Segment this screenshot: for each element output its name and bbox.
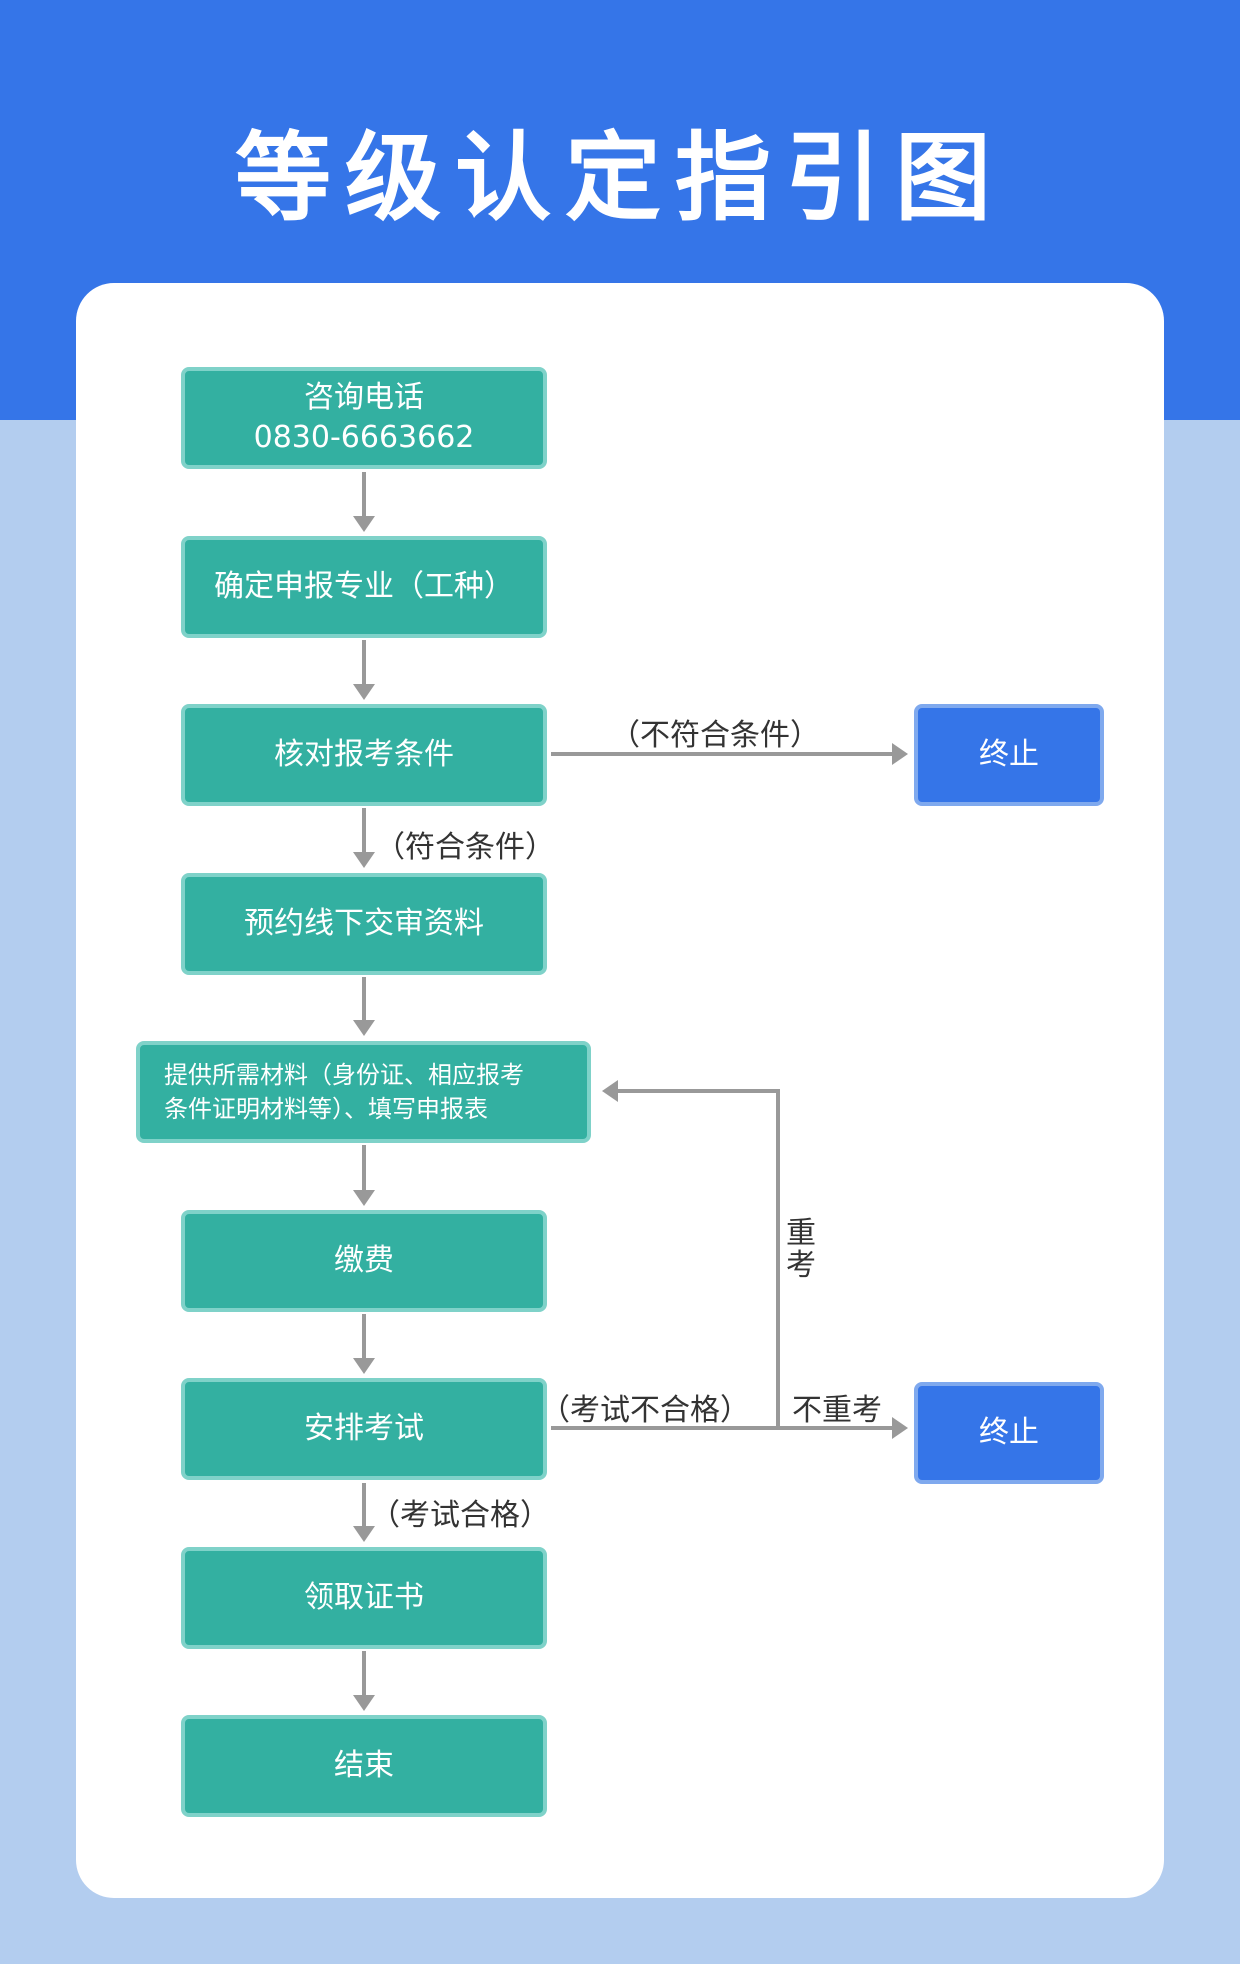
pay-label: 缴费 [334, 1243, 394, 1278]
provide-line-1: 提供所需材料（身份证、相应报考 [164, 1061, 524, 1089]
terminal-stop-2: 终止 [914, 1382, 1104, 1484]
step-exam: 安排考试 [181, 1378, 547, 1480]
step-finish: 结束 [181, 1715, 547, 1817]
edge-label-exam-failed: （考试不合格） [540, 1393, 750, 1428]
stop-2-label: 终止 [979, 1415, 1039, 1450]
edge-label-retake-2: 考 [786, 1248, 816, 1283]
verify-label: 核对报考条件 [274, 737, 454, 772]
step-certificate: 领取证书 [181, 1547, 547, 1649]
provide-line-2: 条件证明材料等）、填写申报表 [164, 1095, 488, 1123]
confirm-label: 确定申报专业（工种） [214, 569, 514, 604]
step-pay: 缴费 [181, 1210, 547, 1312]
terminal-stop-1: 终止 [914, 704, 1104, 806]
step-verify: 核对报考条件 [181, 704, 547, 806]
step-provide: 提供所需材料（身份证、相应报考 条件证明材料等）、填写申报表 [136, 1041, 591, 1143]
exam-label: 安排考试 [304, 1411, 424, 1446]
edge-label-no-retake: 不重考 [792, 1393, 882, 1428]
edge-label-not-qualified: （不符合条件） [610, 718, 820, 753]
retake-loop-line [614, 1089, 780, 1428]
page-title: 等级认定指引图 [235, 122, 1005, 234]
edge-label-exam-passed: （考试合格） [370, 1498, 550, 1533]
consult-phone: 0830-6663662 [253, 420, 475, 455]
step-reserve: 预约线下交审资料 [181, 873, 547, 975]
stop-1-label: 终止 [979, 737, 1039, 772]
certificate-label: 领取证书 [304, 1580, 424, 1615]
finish-label: 结束 [334, 1748, 394, 1783]
edge-label-qualified: （符合条件） [375, 830, 555, 865]
consult-label: 咨询电话 [304, 380, 424, 415]
step-confirm: 确定申报专业（工种） [181, 536, 547, 638]
edge-label-retake-1: 重 [786, 1216, 816, 1251]
reserve-label: 预约线下交审资料 [244, 906, 484, 941]
step-consult: 咨询电话 0830-6663662 [181, 367, 547, 469]
